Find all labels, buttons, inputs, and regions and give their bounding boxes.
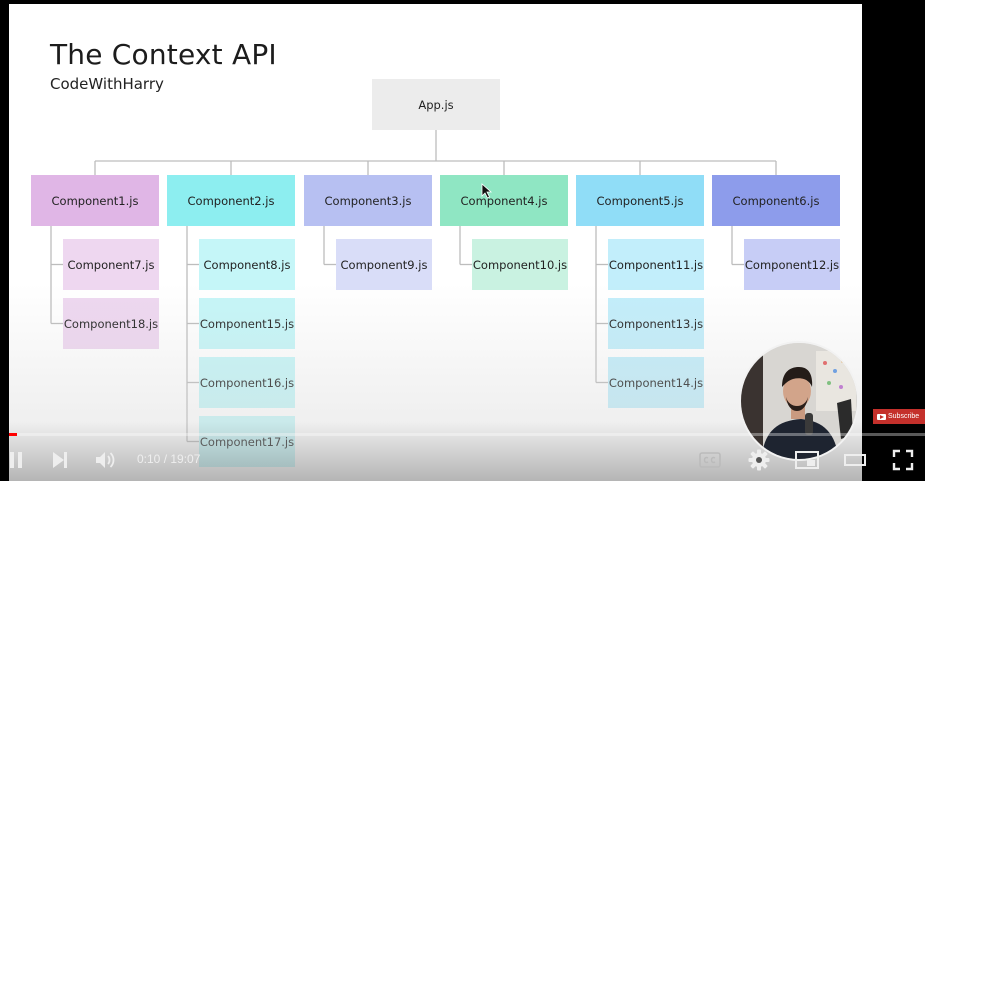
presenter-webcam	[739, 341, 859, 461]
tree-node-component10: Component10.js	[472, 239, 568, 290]
mouse-cursor-icon	[481, 183, 493, 199]
tree-node-component18: Component18.js	[63, 298, 159, 349]
captions-button[interactable]	[697, 448, 723, 472]
tree-node-component9: Component9.js	[336, 239, 432, 290]
time-separator: /	[160, 452, 171, 466]
pause-button[interactable]	[3, 448, 29, 472]
theater-mode-button[interactable]	[842, 448, 868, 472]
tree-node-component8: Component8.js	[199, 239, 295, 290]
slide-title: The Context API	[50, 38, 277, 71]
fullscreen-button[interactable]	[890, 448, 916, 472]
captions-icon	[699, 452, 721, 468]
tree-node-component15: Component15.js	[199, 298, 295, 349]
progress-bar[interactable]	[9, 433, 925, 436]
youtube-logo-icon	[877, 413, 886, 420]
theater-mode-icon	[844, 454, 866, 466]
slide-subtitle: CodeWithHarry	[50, 75, 164, 93]
tree-node-component12: Component12.js	[744, 239, 840, 290]
settings-gear-icon	[748, 449, 770, 471]
next-icon	[53, 452, 67, 468]
video-frame[interactable]: The Context API CodeWithHarry App.js Com…	[9, 4, 862, 481]
presenter-image	[741, 343, 857, 459]
tree-node-component14: Component14.js	[608, 357, 704, 408]
tree-node-component2: Component2.js	[167, 175, 295, 226]
progress-bar-played	[9, 433, 18, 436]
subscribe-watermark-button[interactable]: Subscribe	[873, 409, 925, 424]
tree-node-component13: Component13.js	[608, 298, 704, 349]
volume-icon	[96, 452, 115, 468]
miniplayer-icon	[795, 451, 819, 469]
next-button[interactable]	[47, 448, 73, 472]
fullscreen-icon	[892, 449, 914, 471]
tree-root-node: App.js	[372, 79, 500, 130]
settings-button[interactable]	[746, 448, 772, 472]
tree-node-component5: Component5.js	[576, 175, 704, 226]
player-controls: 0:10 / 19:07	[0, 440, 925, 480]
time-total: 19:07	[170, 452, 201, 466]
tree-node-component16: Component16.js	[199, 357, 295, 408]
volume-button[interactable]	[93, 448, 119, 472]
time-display: 0:10 / 19:07	[137, 452, 200, 466]
tree-node-component6: Component6.js	[712, 175, 840, 226]
tree-node-component4: Component4.js	[440, 175, 568, 226]
tree-node-component1: Component1.js	[31, 175, 159, 226]
video-player[interactable]: The Context API CodeWithHarry App.js Com…	[0, 0, 925, 481]
tree-node-component3: Component3.js	[304, 175, 432, 226]
subscribe-label: Subscribe	[888, 413, 920, 420]
tree-node-component7: Component7.js	[63, 239, 159, 290]
tree-node-component11: Component11.js	[608, 239, 704, 290]
miniplayer-button[interactable]	[794, 448, 820, 472]
time-current: 0:10	[137, 452, 161, 466]
pause-icon	[10, 452, 22, 468]
